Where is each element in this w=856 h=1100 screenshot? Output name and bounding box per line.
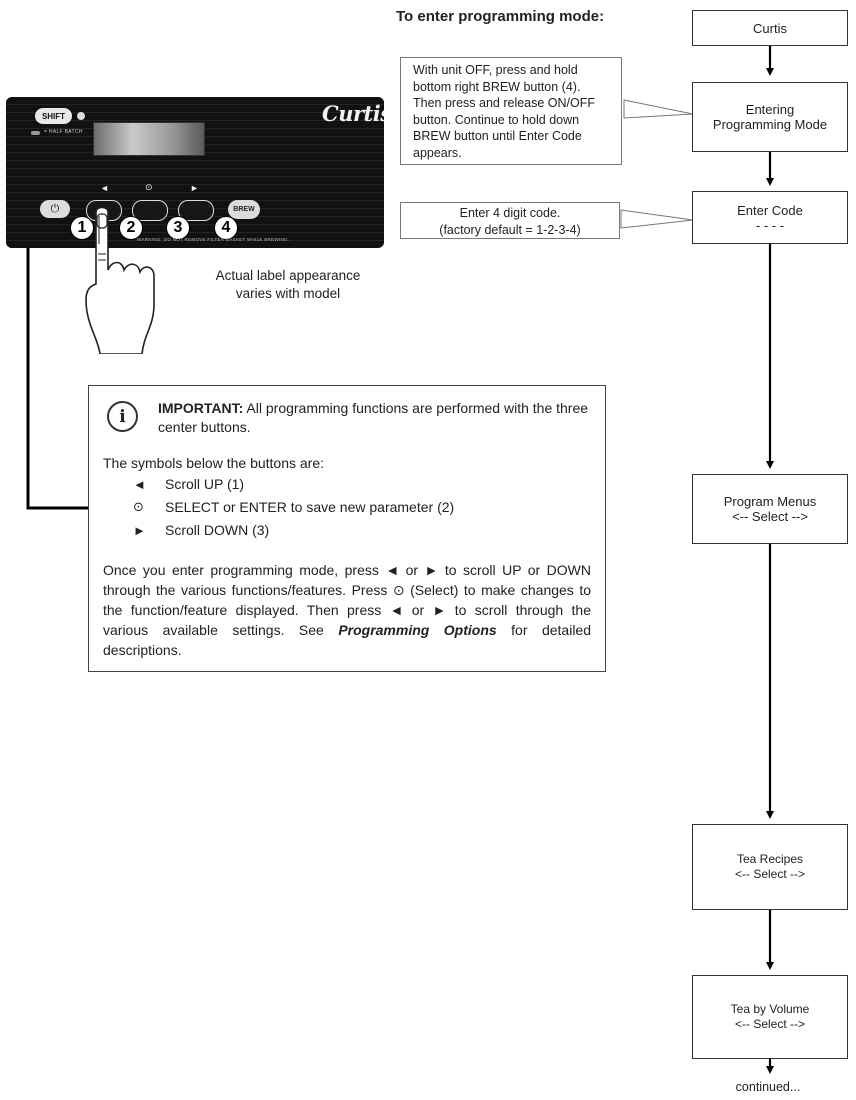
symbol-label-scroll-down: Scroll DOWN (3) — [165, 522, 270, 538]
power-button-icon: ⏻ — [40, 200, 70, 218]
scroll-down-glyph-icon: ► — [133, 522, 146, 538]
symbol-label-scroll-up: Scroll UP (1) — [165, 476, 245, 492]
model-caption-line-2: varies with model — [235, 286, 341, 301]
symbol-row-scroll-up: ◄ Scroll UP (1) — [133, 474, 244, 494]
symbol-row-scroll-down: ► Scroll DOWN (3) — [133, 520, 269, 540]
callout-code-instructions: Enter 4 digit code. (factory default = 1… — [400, 202, 620, 239]
symbol-label-select: SELECT or ENTER to save new parameter (2… — [165, 499, 455, 515]
programming-instructions: Once you enter programming mode, press ◄… — [103, 560, 591, 660]
flow-box-tea-by-volume: Tea by Volume <-- Select --> — [692, 975, 848, 1059]
warning-label: WARNING: DO NOT REMOVE FILTER BASKET WHI… — [137, 237, 290, 242]
page-title: To enter programming mode: — [396, 8, 605, 25]
callout-entering-line-2: bottom right BREW button (4). — [413, 79, 581, 94]
callout-code-line-1: Enter 4 digit code. — [459, 206, 561, 220]
flow-box-entering-programming-mode: Entering Programming Mode — [692, 82, 848, 152]
info-icon: i — [107, 401, 138, 432]
button-number-1: 1 — [70, 216, 94, 240]
continued-label: continued... — [735, 1080, 801, 1094]
callout-entering-line-6: appears. — [413, 145, 462, 160]
flow-box-curtis: Curtis — [692, 10, 848, 46]
half-batch-led-icon — [31, 131, 40, 135]
symbol-row-select: ⊙ SELECT or ENTER to save new parameter … — [133, 497, 454, 517]
button-number-4: 4 — [214, 216, 238, 240]
brand-logo: Curtis — [322, 101, 384, 126]
symbols-intro: The symbols below the buttons are: — [103, 455, 325, 471]
important-heading: IMPORTANT: — [158, 400, 244, 416]
model-caption: Actual label appearance varies with mode… — [196, 267, 380, 303]
brew-button: BREW — [228, 200, 260, 219]
flow-box-entering-line-1: Entering — [745, 102, 795, 117]
control-panel-illustration: SHIFT = HALF BATCH Curtis ◄ ⊙ ► ⏻ BREW 1… — [6, 97, 384, 248]
flow-box-enter-code: Enter Code - - - - — [692, 191, 848, 244]
lcd-display — [93, 122, 205, 156]
flow-box-program-menus: Program Menus <-- Select --> — [692, 474, 848, 544]
callout-entering-line-4: button. Continue to hold down — [413, 112, 580, 127]
flow-box-tea-by-volume-line-2: <-- Select --> — [734, 1017, 806, 1031]
panel-button-3 — [178, 200, 214, 221]
flow-box-entering-line-2: Programming Mode — [712, 117, 828, 132]
scroll-right-symbol-icon: ► — [190, 183, 199, 193]
flow-box-tea-recipes-line-2: <-- Select --> — [734, 867, 806, 881]
scroll-left-symbol-icon: ◄ — [100, 183, 109, 193]
programming-options-reference: Programming Options — [338, 622, 497, 638]
callout-entering-line-3: Then press and release ON/OFF — [413, 96, 596, 110]
important-text: IMPORTANT: All programming functions are… — [158, 399, 598, 437]
model-caption-line-1: Actual label appearance — [215, 268, 361, 283]
callout-entering-instructions: With unit OFF, press and hold bottom rig… — [400, 57, 622, 165]
flow-box-curtis-label: Curtis — [753, 20, 787, 36]
flow-box-program-menus-line-2: <-- Select --> — [732, 509, 808, 524]
programming-instructions-b: for detailed descriptions. — [103, 622, 591, 658]
flow-box-program-menus-line-1: Program Menus — [723, 494, 817, 509]
flow-box-enter-code-line-1: Enter Code — [737, 202, 803, 218]
half-batch-label: = HALF BATCH — [44, 129, 83, 135]
pointing-hand-icon — [85, 206, 155, 354]
programming-instructions-a: Once you enter programming mode, press ◄… — [103, 562, 591, 638]
shift-button: SHIFT — [35, 108, 72, 124]
select-symbol-icon: ⊙ — [145, 182, 153, 192]
button-number-2: 2 — [119, 216, 143, 240]
callout-pointer-entering — [623, 99, 694, 119]
flow-box-tea-by-volume-line-1: Tea by Volume — [730, 1002, 810, 1016]
important-body: All programming functions are performed … — [158, 400, 589, 435]
button-number-3: 3 — [166, 216, 190, 240]
scroll-up-glyph-icon: ◄ — [133, 476, 146, 492]
callout-entering-line-1: With unit OFF, press and hold — [413, 63, 578, 77]
callout-pointer-code — [620, 209, 694, 229]
flow-box-tea-recipes-line-1: Tea Recipes — [736, 852, 804, 866]
flow-box-enter-code-line-2: - - - - — [755, 217, 785, 233]
important-notice-box: i IMPORTANT: All programming functions a… — [88, 385, 606, 672]
select-glyph-icon: ⊙ — [133, 499, 144, 514]
callout-entering-line-5: BREW button until Enter Code — [413, 129, 582, 143]
shift-led-icon — [77, 112, 85, 120]
callout-code-line-2: (factory default = 1-2-3-4) — [439, 222, 581, 237]
flow-box-tea-recipes: Tea Recipes <-- Select --> — [692, 824, 848, 910]
panel-button-2 — [132, 200, 168, 221]
